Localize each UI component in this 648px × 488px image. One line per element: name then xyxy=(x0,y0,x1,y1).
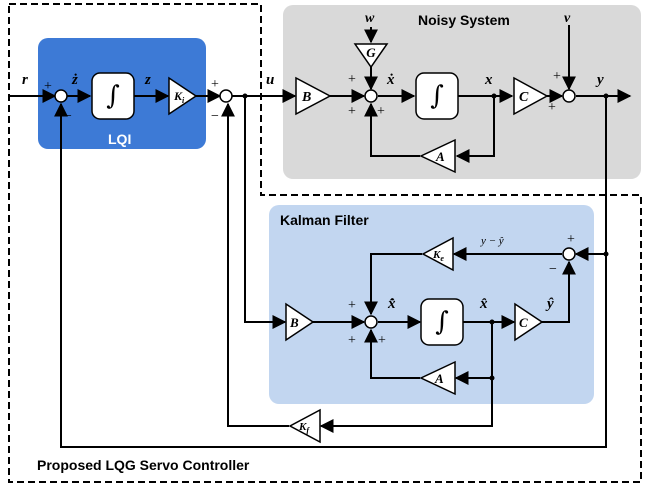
kf-a-gain-block xyxy=(419,360,456,396)
sign-control-minus: − xyxy=(211,109,219,124)
wire-xhat-to-kf xyxy=(319,378,493,433)
signal-label-z: z xyxy=(144,72,151,88)
ki-gain-label: Ki xyxy=(173,89,185,105)
controller-boundary xyxy=(8,3,642,483)
plant-b-gain-label: B xyxy=(301,90,311,105)
sum-plant-state xyxy=(364,89,378,103)
kf-integrator-symbol: ∫ xyxy=(435,307,449,337)
sign-lqi-plus: + xyxy=(44,79,52,94)
g-gain-block xyxy=(353,43,389,69)
signal-label-xdot: ẋ xyxy=(386,72,395,88)
wire-kf-out xyxy=(221,102,289,427)
sign-plant-top-plus: + xyxy=(348,72,356,87)
sign-noise-top-plus: + xyxy=(553,69,561,84)
wire-x-feedback xyxy=(455,96,495,163)
signal-label-u: u xyxy=(266,72,274,88)
signal-label-x: x xyxy=(484,72,493,88)
junction-y-split xyxy=(603,251,609,257)
signal-label-w: w xyxy=(365,11,375,26)
noisy-system-title: Noisy System xyxy=(418,12,510,28)
sign-innovation-plus: + xyxy=(567,232,575,247)
signal-label-r: r xyxy=(22,72,28,88)
sum-estimator-state xyxy=(364,315,378,329)
plant-c-gain-block xyxy=(513,76,549,116)
lqi-integrator-symbol: ∫ xyxy=(106,81,120,111)
kf-c-gain-block xyxy=(514,302,544,342)
plant-a-gain-block xyxy=(419,138,456,174)
kf-b-gain-label: B xyxy=(289,315,299,330)
lqi-title: LQI xyxy=(108,131,131,147)
noisy-system-region xyxy=(283,5,641,179)
signal-label-yhat: ŷ xyxy=(545,296,554,312)
sign-estimator-bottom-plus: + xyxy=(378,333,386,348)
sum-innovation xyxy=(562,247,576,261)
sign-estimator-left-plus: + xyxy=(348,333,356,348)
summing-junctions xyxy=(54,89,576,329)
junction-u xyxy=(242,93,248,99)
wire-u-to-kf xyxy=(244,96,287,329)
ke-gain-block xyxy=(421,236,454,272)
kalman-filter-title: Kalman Filter xyxy=(280,212,369,228)
g-gain-label: G xyxy=(366,45,376,60)
signal-wires xyxy=(9,25,632,448)
signal-label-xhat-dot: x̂̇ xyxy=(387,296,396,312)
sum-lqi-error xyxy=(54,89,68,103)
junction-y xyxy=(603,93,609,99)
wire-y-lqi-feedback xyxy=(54,102,607,448)
kf-c-gain-label: C xyxy=(519,315,528,330)
sign-noise-left-plus: + xyxy=(548,100,556,115)
controller-title: Proposed LQG Servo Controller xyxy=(37,457,250,473)
kf-gain-block xyxy=(288,408,321,444)
junction-xhat xyxy=(489,319,495,325)
plant-b-gain-block xyxy=(295,76,332,116)
sum-control xyxy=(219,89,233,103)
ke-gain-label: Ke xyxy=(432,249,444,263)
signal-label-v: v xyxy=(564,11,571,26)
signal-label-y: y xyxy=(595,72,604,88)
kf-a-gain-label: A xyxy=(434,371,444,386)
plant-integrator-symbol: ∫ xyxy=(430,81,444,111)
plant-integrator-block xyxy=(415,72,459,120)
signal-label-error: y − ŷ xyxy=(480,235,504,247)
sign-plant-left-plus: + xyxy=(348,104,356,119)
lqi-integrator-block xyxy=(91,72,135,120)
sign-control-plus: + xyxy=(211,77,219,92)
sign-innovation-minus: − xyxy=(549,262,557,277)
kf-gain-label: Kf xyxy=(298,421,310,435)
plant-c-gain-label: C xyxy=(519,90,529,105)
kf-integrator-block xyxy=(420,298,464,346)
ki-gain-block xyxy=(168,76,198,116)
kf-b-gain-block xyxy=(285,302,315,342)
plant-a-gain-label: A xyxy=(435,149,445,164)
wire-yhat xyxy=(542,260,576,323)
signal-label-zdot: ż xyxy=(71,72,78,88)
junction-x xyxy=(491,93,497,99)
signal-label-xhat: x̂ xyxy=(479,296,488,312)
sum-output-noise xyxy=(562,89,576,103)
sign-plant-bottom-plus: + xyxy=(377,104,385,119)
wire-kf-a-out xyxy=(364,328,420,379)
wire-ke-out xyxy=(364,253,422,316)
sign-lqi-minus: − xyxy=(64,109,72,124)
sign-labels: + − + − + + + + + + − + + + xyxy=(44,69,575,348)
junction-xhat-kf xyxy=(489,375,495,381)
junction-dots xyxy=(242,93,609,381)
sign-estimator-top-plus: + xyxy=(348,298,356,313)
wire-a-out xyxy=(364,102,420,157)
